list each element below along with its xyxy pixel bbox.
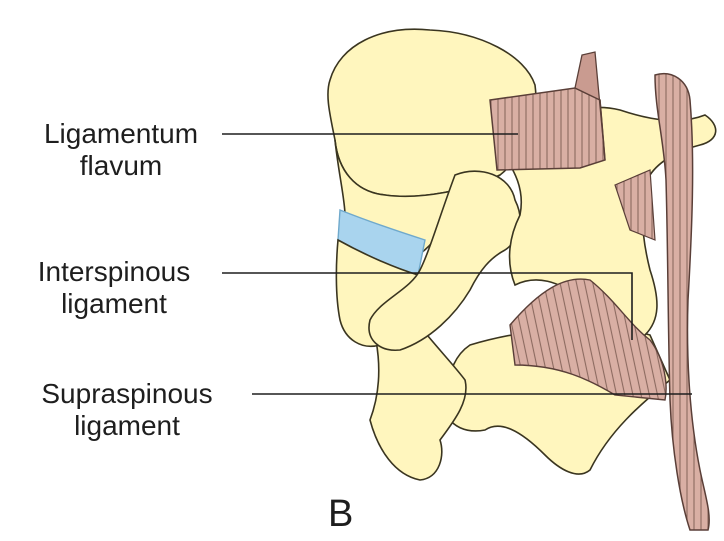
label-supraspinous-line1: Supraspinous	[4, 378, 250, 410]
label-supraspinous-line2: ligament	[4, 410, 250, 442]
panel-letter: B	[328, 494, 353, 534]
label-interspinous-line2: ligament	[0, 288, 228, 320]
label-ligamentum-flavum: Ligamentum flavum	[12, 118, 230, 182]
label-supraspinous-ligament: Supraspinous ligament	[4, 378, 250, 442]
label-ligamentum-flavum-line2: flavum	[12, 150, 230, 182]
label-interspinous-ligament: Interspinous ligament	[0, 256, 228, 320]
label-ligamentum-flavum-line1: Ligamentum	[12, 118, 230, 150]
ligamentum-flavum	[490, 88, 605, 170]
label-interspinous-line1: Interspinous	[0, 256, 228, 288]
